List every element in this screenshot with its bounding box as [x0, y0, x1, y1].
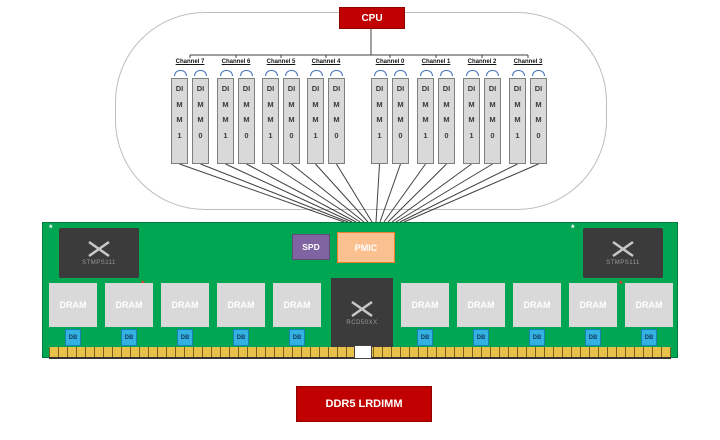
dimm-slot: DIMM1	[371, 78, 388, 164]
dram-chip: DRAM	[513, 283, 561, 327]
chip-label: STMPS111	[82, 260, 116, 266]
brace-icon	[219, 70, 233, 76]
data-buffer: DB	[529, 329, 545, 346]
data-buffer: DB	[289, 329, 305, 346]
chip-label: RCD50XX	[346, 320, 378, 326]
dimm-slot: DIMM1	[307, 78, 324, 164]
dimm-slot: DIMM0	[484, 78, 501, 164]
channel-group-4: Channel 4 DIMM1 DIMM0	[304, 58, 348, 164]
brace-icon	[284, 70, 298, 76]
brace-icon	[173, 70, 187, 76]
brace-icon	[193, 70, 207, 76]
dimm-slot: DIMM0	[438, 78, 455, 164]
channel-label: Channel 1	[421, 59, 451, 65]
channel-group-0: Channel 0 DIMM1 DIMM0	[368, 58, 412, 164]
dimm-slot: DIMM0	[392, 78, 409, 164]
dram-chip: DRAM	[105, 283, 153, 327]
dram-module: DRAM DB	[49, 283, 97, 346]
dram-chip: DRAM	[161, 283, 209, 327]
brace-icon	[239, 70, 253, 76]
power-switch-chip-right: STMPS111	[583, 228, 663, 278]
channel-group-2: Channel 2 DIMM1 DIMM0	[460, 58, 504, 164]
channel-label: Channel 6	[221, 59, 251, 65]
brace-icon	[329, 70, 343, 76]
data-buffer: DB	[65, 329, 81, 346]
data-buffer: DB	[121, 329, 137, 346]
dram-module: DRAM DB	[273, 283, 321, 346]
dimm-slot: DIMM1	[509, 78, 526, 164]
channel-label: Channel 4	[311, 59, 341, 65]
dram-module: DRAM DB	[401, 283, 449, 346]
data-buffer: DB	[177, 329, 193, 346]
cpu-box: CPU	[339, 7, 405, 29]
channel-label: Channel 2	[467, 59, 497, 65]
dimm-slot: DIMM0	[328, 78, 345, 164]
dram-module: DRAM DB	[625, 283, 673, 346]
dram-module: DRAM DB	[569, 283, 617, 346]
brace-icon	[485, 70, 499, 76]
dram-module: DRAM DB	[105, 283, 153, 346]
diagram-title: DDR5 LRDIMM	[296, 386, 432, 422]
data-buffer: DB	[417, 329, 433, 346]
dimm-slot: DIMM1	[217, 78, 234, 164]
channel-label: Channel 0	[375, 59, 405, 65]
rcd-chip: RCD50XX	[331, 278, 393, 348]
dimm-slot: DIMM1	[463, 78, 480, 164]
channel-label: Channel 5	[266, 59, 296, 65]
dram-module: DRAM DB	[513, 283, 561, 346]
brace-icon	[309, 70, 323, 76]
brace-icon	[419, 70, 433, 76]
dram-chip: DRAM	[401, 283, 449, 327]
dram-chip: DRAM	[49, 283, 97, 327]
asterisk-mark: *	[571, 223, 575, 233]
dimm-slot: DIMM1	[262, 78, 279, 164]
lrdimm-pcb: * * * * STMPS111 STMPS111 SPD PMIC RCD50…	[42, 222, 678, 359]
chip-label: STMPS111	[606, 260, 640, 266]
data-buffer: DB	[473, 329, 489, 346]
brace-icon	[511, 70, 525, 76]
brace-icon	[465, 70, 479, 76]
dimm-slot: DIMM0	[530, 78, 547, 164]
dram-module: DRAM DB	[217, 283, 265, 346]
channel-label: Channel 3	[513, 59, 543, 65]
dram-module: DRAM DB	[161, 283, 209, 346]
dimm-slot: DIMM1	[171, 78, 188, 164]
channel-group-3: Channel 3 DIMM1 DIMM0	[506, 58, 550, 164]
dram-chip: DRAM	[625, 283, 673, 327]
channel-group-1: Channel 1 DIMM1 DIMM0	[414, 58, 458, 164]
pmic-box: PMIC	[337, 232, 395, 263]
dimm-slot: DIMM0	[238, 78, 255, 164]
data-buffer: DB	[233, 329, 249, 346]
dram-chip: DRAM	[569, 283, 617, 327]
dimm-slot: DIMM1	[417, 78, 434, 164]
chip-logo-icon	[610, 240, 636, 258]
brace-icon	[373, 70, 387, 76]
asterisk-mark: *	[49, 223, 53, 233]
dram-chip: DRAM	[457, 283, 505, 327]
brace-icon	[439, 70, 453, 76]
channel-label: Channel 7	[175, 59, 205, 65]
brace-icon	[531, 70, 545, 76]
channel-group-6: Channel 6 DIMM1 DIMM0	[214, 58, 258, 164]
spd-box: SPD	[292, 234, 330, 260]
channel-group-5: Channel 5 DIMM1 DIMM0	[259, 58, 303, 164]
asterisk-mark: *	[619, 279, 623, 289]
chip-logo-icon	[86, 240, 112, 258]
data-buffer: DB	[585, 329, 601, 346]
dram-chip: DRAM	[217, 283, 265, 327]
brace-icon	[264, 70, 278, 76]
dimm-slot: DIMM0	[192, 78, 209, 164]
brace-icon	[393, 70, 407, 76]
power-switch-chip-left: STMPS111	[59, 228, 139, 278]
dimm-slot: DIMM0	[283, 78, 300, 164]
channel-group-7: Channel 7 DIMM1 DIMM0	[168, 58, 212, 164]
dram-chip: DRAM	[273, 283, 321, 327]
connector-key-notch	[354, 345, 372, 359]
dram-module: DRAM DB	[457, 283, 505, 346]
chip-logo-icon	[349, 300, 375, 318]
data-buffer: DB	[641, 329, 657, 346]
